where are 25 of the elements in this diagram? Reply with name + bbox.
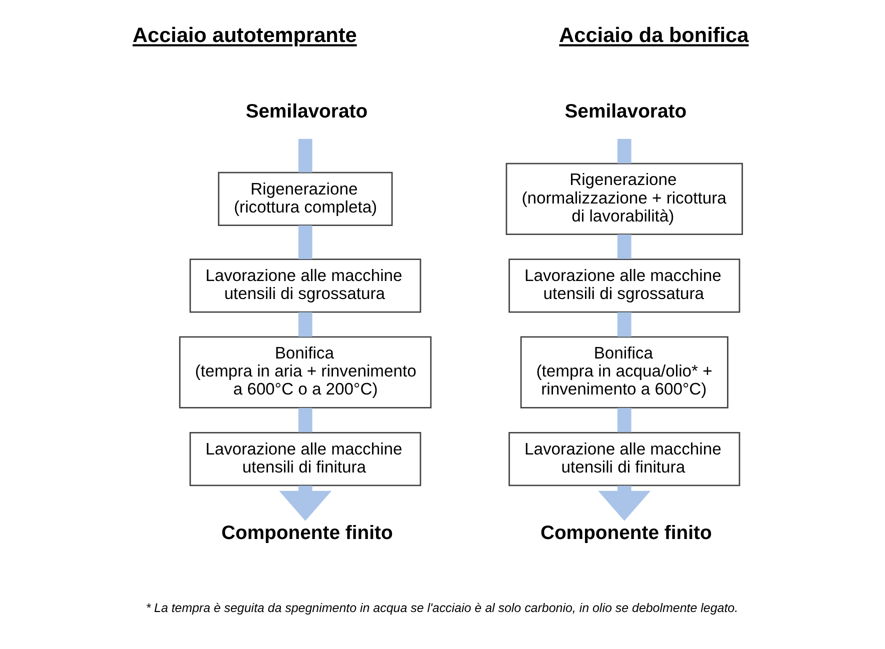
connector	[298, 408, 312, 432]
arrow	[598, 486, 650, 521]
node-text: Componente finito	[220, 522, 392, 544]
node-box: Lavorazione alle macchine utensili di sgrossatura	[508, 258, 740, 313]
connector	[616, 138, 631, 164]
label: Acciaio da bonifica	[558, 24, 748, 48]
connector	[298, 312, 312, 337]
node-text: Componente finito	[540, 522, 712, 544]
node-box: Rigenerazione (ricottura completa)	[217, 172, 392, 226]
node-box: Rigenerazione (normalizzazione + ricottura di lavorabilità)	[505, 162, 742, 236]
node-box: Bonifica (tempra in aria + rinvenimento a 600°C o a 200°C)	[178, 336, 432, 408]
node-text: Semilavorato	[245, 100, 368, 122]
connector	[616, 408, 631, 432]
node-box: Lavorazione alle macchine utensili di sgrossatura	[189, 258, 421, 313]
connector	[298, 138, 312, 172]
label: * La tempra è seguita da spegnimento in acqua se l'acciaio è al solo carbonio, in olio se debolmente legato.	[145, 600, 738, 615]
node-box: Lavorazione alle macchine utensili di finitura	[508, 432, 740, 486]
arrow	[278, 486, 332, 521]
connector	[298, 226, 312, 260]
connector	[616, 234, 631, 259]
connector	[616, 312, 631, 337]
label: Acciaio autotemprante	[132, 24, 356, 48]
node-box: Bonifica (tempra in acqua/olio* + rinvenimento a 600°C)	[520, 336, 728, 408]
node-text: Semilavorato	[564, 100, 686, 122]
node-box: Lavorazione alle macchine utensili di finitura	[189, 432, 421, 486]
